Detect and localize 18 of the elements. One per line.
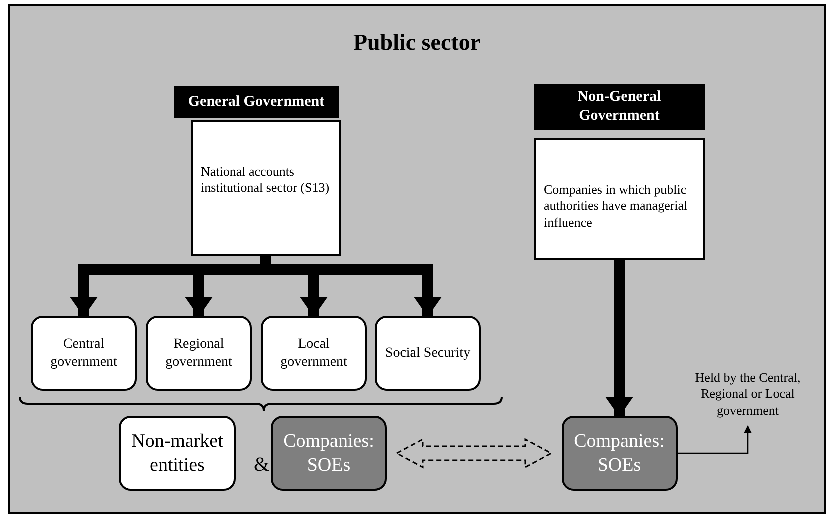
entity-box: Non-market entities bbox=[119, 416, 236, 491]
note-text: Held by the Central, Regional or Local government bbox=[678, 370, 818, 426]
title-text: Public sector bbox=[352, 29, 482, 57]
header-bar: General Government bbox=[174, 86, 339, 118]
arrow bbox=[606, 260, 634, 417]
description-box: National accounts institutional sector (S13) bbox=[191, 120, 341, 256]
company-box: Companies: SOEs bbox=[562, 416, 678, 491]
company-box: Companies: SOEs bbox=[271, 416, 387, 491]
level-box: Social Security bbox=[375, 316, 481, 391]
double-arrow bbox=[395, 438, 554, 469]
level-box: Central government bbox=[31, 316, 137, 391]
header-bar: Non-General Government bbox=[534, 84, 705, 130]
ampersand-label: & bbox=[254, 453, 270, 478]
level-box: Local government bbox=[261, 316, 367, 391]
sector-frame bbox=[8, 4, 826, 514]
arrow bbox=[678, 426, 752, 454]
description-box: Companies in which public authorities have managerial influence bbox=[534, 138, 705, 260]
level-box: Regional government bbox=[146, 316, 252, 391]
